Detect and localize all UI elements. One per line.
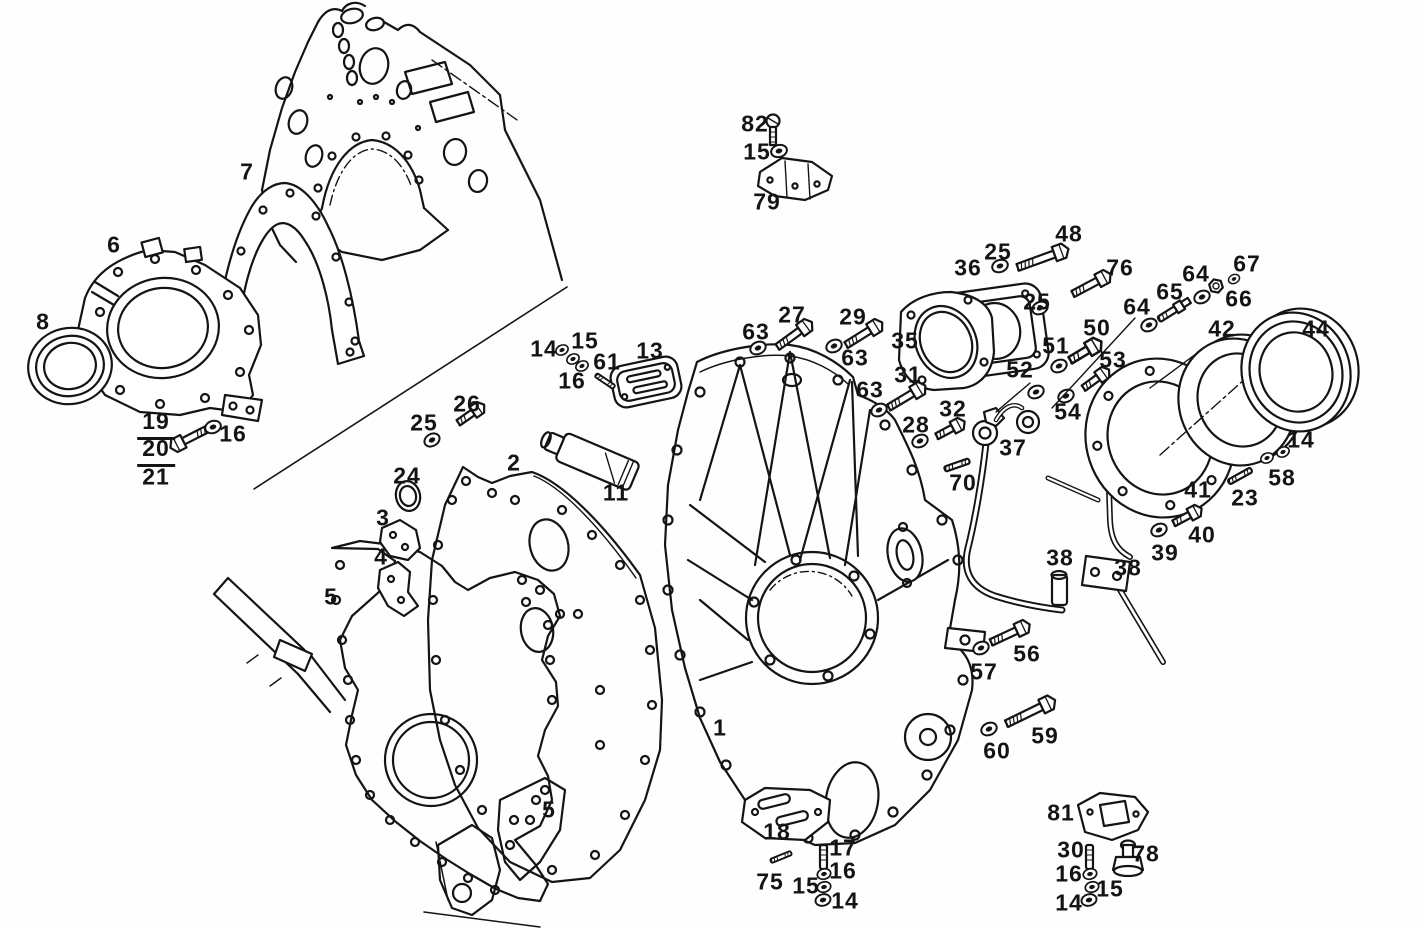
oil-seal-44 (1240, 307, 1360, 433)
stud-30 (1084, 843, 1095, 871)
washer-54 (1055, 386, 1077, 406)
bracket-3 (378, 518, 422, 562)
leader-lines (995, 317, 1209, 413)
bolt-26 (452, 398, 489, 430)
washer-15b (815, 879, 833, 895)
cover-plate-18 (740, 786, 832, 842)
washer-52 (1025, 382, 1047, 402)
fitting-65 (1156, 296, 1192, 323)
washer-16d (1081, 866, 1099, 882)
washer-28 (909, 431, 931, 451)
bolt-31 (883, 378, 930, 416)
washer-60 (978, 719, 1000, 739)
bolt-76 (1067, 266, 1115, 302)
breather-plug-78 (1111, 839, 1145, 878)
nut-66 (1206, 277, 1226, 295)
seal-carrier-housing-6 (76, 236, 264, 423)
washer-67 (1226, 271, 1242, 287)
pipe-bracket-38 (1080, 554, 1132, 593)
bolt-50 (1064, 333, 1107, 369)
clip-51 (1048, 356, 1070, 376)
bolt-29 (840, 315, 888, 353)
cover-plate-13 (609, 355, 683, 409)
cover-plate-79 (756, 156, 834, 202)
block-corner-fragment (212, 576, 347, 714)
washer-16b (815, 866, 833, 882)
washer-63a (747, 338, 769, 358)
washer-14b (813, 891, 833, 909)
washer-25a (420, 429, 444, 451)
sealant-tube-11 (540, 431, 640, 491)
stud-70 (942, 457, 972, 473)
section-break-line (253, 286, 568, 490)
washer-39 (1148, 520, 1170, 540)
washer-15d (1083, 879, 1101, 895)
adapter-flange-35 (897, 290, 996, 392)
stud-23 (1226, 466, 1254, 486)
timing-cover-plate-2 (426, 465, 664, 884)
cover-plate-81 (1076, 791, 1150, 842)
bolt-56 (986, 616, 1034, 651)
washer-63c (868, 400, 890, 420)
bolt-32 (931, 414, 969, 444)
bracket-4 (376, 560, 420, 618)
bolt-48 (1013, 240, 1073, 276)
screw-82 (765, 113, 781, 147)
stud-75 (768, 849, 794, 865)
timing-gasket-5 (330, 539, 567, 917)
washer-14a (553, 342, 571, 358)
flywheel-housing-1 (662, 343, 987, 847)
o-ring-24 (394, 480, 422, 512)
stud-17 (818, 843, 829, 871)
washer-64a (1138, 315, 1160, 335)
washer-14d (1079, 891, 1099, 909)
washer-64b (1191, 287, 1213, 307)
bolt-19-20-21 (166, 417, 224, 456)
washer-25b (989, 256, 1011, 276)
crank-seal-8 (27, 326, 113, 406)
bolt-59 (1001, 692, 1060, 733)
bolt-27 (771, 315, 818, 355)
washer-63b (823, 336, 845, 356)
